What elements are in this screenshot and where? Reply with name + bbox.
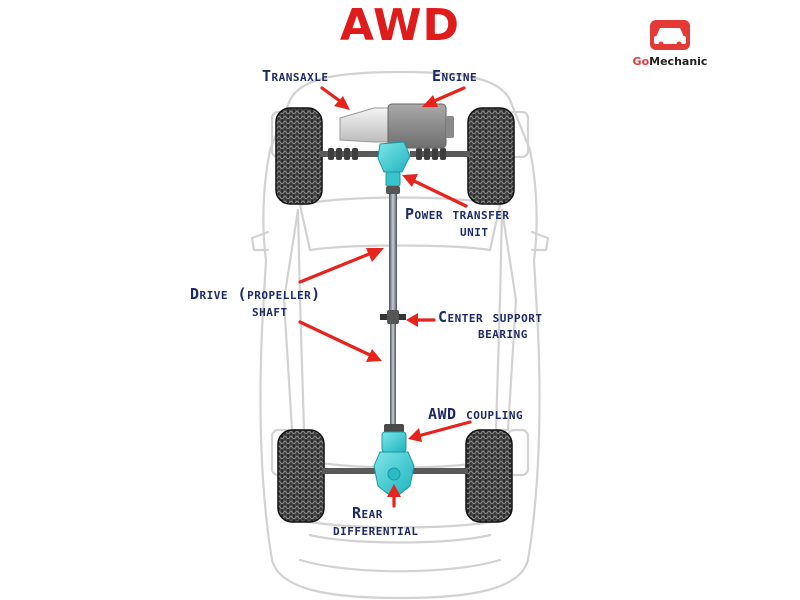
rear-right-wheel [465, 429, 513, 523]
label-power-transfer-line1: Power transfer [405, 205, 510, 223]
label-transaxle: Transaxle [262, 67, 329, 85]
rear-axle [322, 468, 468, 474]
front-right-wheel [467, 107, 515, 205]
car-icon [650, 20, 690, 50]
power-transfer-unit [377, 141, 411, 187]
label-awd-coupling: AWD coupling [428, 405, 523, 423]
arrow-transaxle [320, 86, 350, 110]
brand-logo: GoMechanic [633, 20, 708, 68]
car-outline [250, 70, 550, 600]
label-engine: Engine [432, 67, 477, 85]
front-left-wheel [275, 107, 323, 205]
front-half-shafts [320, 148, 470, 160]
brand-name: GoMechanic [633, 55, 708, 68]
awd-coupling [381, 424, 407, 453]
transaxle [339, 107, 393, 143]
label-center-support-line2: bearing [478, 324, 528, 342]
diagram-title: AWD [340, 0, 460, 51]
label-power-transfer-line2: unit [460, 222, 489, 240]
arrow-drive-shaft-lower [298, 320, 382, 362]
arrow-awd-coupling [408, 420, 472, 442]
rear-differential [373, 451, 415, 495]
arrow-engine [422, 86, 466, 107]
center-support-bearing [380, 310, 406, 324]
arrow-center-support-bearing [406, 313, 436, 327]
drive-shaft [386, 186, 400, 424]
arrow-rear-differential [387, 484, 401, 508]
arrow-drive-shaft-upper [298, 248, 384, 284]
label-rear-differential-line1: Rear [352, 504, 383, 522]
callout-arrows [298, 86, 472, 508]
label-center-support-line1: Center support [438, 308, 543, 326]
label-rear-differential-line2: differential [333, 521, 418, 539]
engine [387, 103, 454, 149]
arrow-power-transfer-unit [402, 174, 468, 208]
rear-left-wheel [277, 429, 325, 523]
label-drive-shaft-line1: Drive (propeller) [190, 285, 321, 303]
label-drive-shaft-line2: shaft [252, 302, 288, 320]
